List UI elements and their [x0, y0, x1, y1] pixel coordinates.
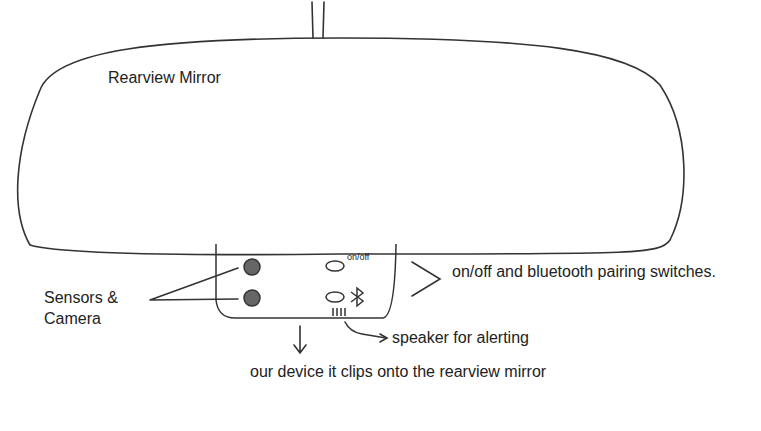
sensor-dot [244, 259, 260, 275]
node-text: Rearview Mirror [108, 68, 690, 88]
speaker-leader [345, 322, 386, 338]
toggle-switch [326, 261, 344, 271]
toggle-switch [326, 292, 344, 302]
note-label: Sensors & Camera [44, 288, 156, 330]
node-outline [10, 30, 690, 262]
bluetooth-symbol [351, 288, 363, 306]
sensor-leader [150, 268, 238, 300]
speaker-arrowhead [380, 334, 387, 342]
switch-bracket [412, 262, 440, 296]
note-label: speaker for alerting [392, 328, 642, 349]
note-label: on/off and bluetooth pairing switches. [452, 262, 748, 283]
device-housing [216, 244, 396, 318]
sensor-dot [244, 290, 260, 306]
mirror-stem [312, 2, 324, 38]
device-arrow [294, 326, 306, 353]
node-text: on/off [347, 252, 397, 263]
mirror-shape: Rearview Mirror [10, 30, 690, 262]
device-box: on/off [215, 240, 397, 320]
speaker-grille [333, 308, 345, 316]
note-label: our device it clips onto the rearview mi… [250, 362, 570, 383]
node-outline [215, 240, 397, 320]
